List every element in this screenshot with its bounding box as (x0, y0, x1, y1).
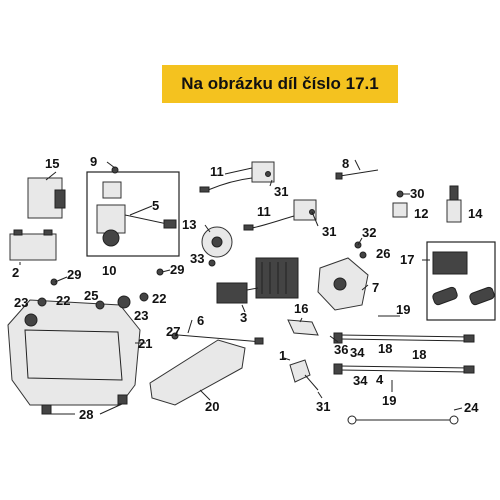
label-31-c: 31 (316, 399, 330, 414)
part-11-ignition-coil-b (243, 199, 317, 231)
part-2-battery (9, 229, 57, 261)
part-23-grommet-a (24, 313, 38, 327)
label-19-a: 19 (396, 302, 410, 317)
label-24: 24 (464, 400, 479, 415)
part-17-cdi (432, 251, 468, 275)
part-11-ignition-coil-a (199, 161, 275, 193)
part-17-key-fob-a (432, 286, 458, 306)
part-23-grommet-b (117, 295, 131, 309)
label-9: 9 (90, 154, 97, 169)
label-3: 3 (240, 310, 247, 325)
label-1: 1 (279, 348, 286, 363)
label-4: 4 (376, 372, 384, 387)
label-8: 8 (342, 156, 349, 171)
part-26-bolt (359, 251, 367, 259)
part-20-cover (149, 339, 246, 406)
label-5: 5 (152, 198, 159, 213)
label-17: 17 (400, 252, 414, 267)
label-6: 6 (197, 313, 204, 328)
part-25-nut (95, 300, 105, 310)
part-7-module (317, 257, 369, 311)
part-13-horn (201, 226, 233, 258)
label-19-b: 19 (382, 393, 396, 408)
label-20: 20 (205, 399, 219, 414)
part-28-clip-a (41, 404, 52, 415)
label-27: 27 (166, 324, 180, 339)
label-14: 14 (468, 206, 483, 221)
label-11-b: 11 (257, 204, 271, 219)
part-21-battery-tray (7, 299, 141, 406)
label-23-b: 23 (134, 308, 148, 323)
label-34-b: 34 (353, 373, 368, 388)
part-22-washer-b (139, 292, 149, 302)
label-36: 36 (334, 342, 348, 357)
label-32: 32 (362, 225, 376, 240)
label-29-b: 29 (170, 262, 184, 277)
label-23-a: 23 (14, 295, 28, 310)
label-7: 7 (372, 280, 379, 295)
part-16-bracket (287, 319, 319, 336)
part-22-washer-a (37, 297, 47, 307)
label-31-b: 31 (322, 224, 336, 239)
part-number-banner: Na obrázku díl číslo 17.1 (162, 65, 398, 103)
label-15: 15 (45, 156, 59, 171)
label-25: 25 (84, 288, 98, 303)
part-12-relay (392, 190, 408, 218)
label-18-b: 18 (412, 347, 426, 362)
part-9-clip (106, 161, 119, 174)
part-8-sensor (335, 169, 379, 180)
label-11-a: 11 (210, 164, 224, 179)
label-22-b: 22 (152, 291, 166, 306)
label-28: 28 (79, 407, 93, 422)
part-3-connector (216, 282, 259, 304)
group-box-10 (86, 171, 180, 257)
label-31-a: 31 (274, 184, 288, 199)
part-18-cable-upper (333, 332, 475, 344)
label-33: 33 (190, 251, 204, 266)
part-29-bolt-a (50, 278, 58, 286)
label-16: 16 (294, 301, 308, 316)
part-14-ignition-switch (446, 185, 462, 223)
leader-lines (19, 159, 463, 415)
label-34-a: 34 (350, 345, 365, 360)
label-13: 13 (182, 217, 196, 232)
label-2: 2 (12, 265, 19, 280)
part-28-clip-b (117, 394, 128, 405)
part-10-fuel-pump (96, 181, 177, 247)
label-21: 21 (138, 336, 152, 351)
part-33-bolt (208, 259, 216, 267)
part-regulator (255, 257, 299, 299)
banner-text: Na obrázku díl číslo 17.1 (181, 74, 379, 93)
group-box-17 (426, 241, 496, 321)
part-27-clip (171, 332, 179, 340)
part-1-sensor (289, 359, 319, 391)
label-26: 26 (376, 246, 390, 261)
part-24-cable (347, 415, 459, 425)
part-17-key-fob-b (469, 286, 495, 306)
part-15-relay (27, 177, 66, 219)
label-12: 12 (414, 206, 428, 221)
label-18-a: 18 (378, 341, 392, 356)
label-10: 10 (102, 263, 116, 278)
label-30: 30 (410, 186, 424, 201)
label-22-a: 22 (56, 293, 70, 308)
part-18-cable-lower (333, 363, 475, 375)
part-6-cable (177, 334, 264, 345)
label-29-a: 29 (67, 267, 81, 282)
